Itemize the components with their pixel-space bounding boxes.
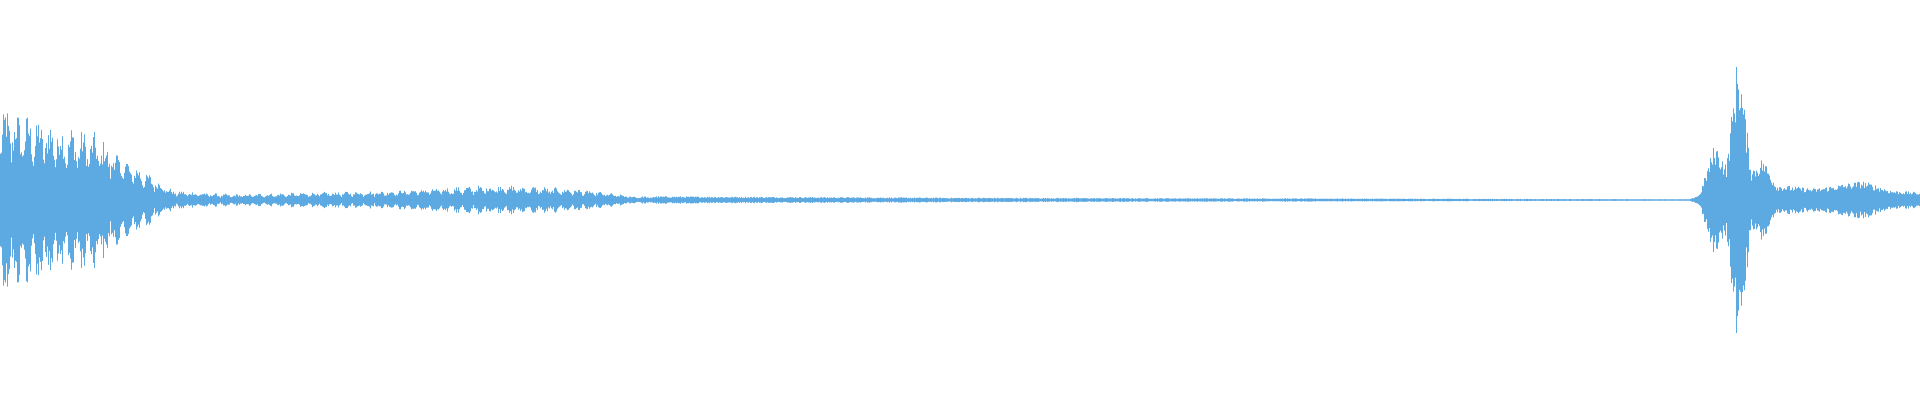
waveform-samples xyxy=(0,67,1920,333)
